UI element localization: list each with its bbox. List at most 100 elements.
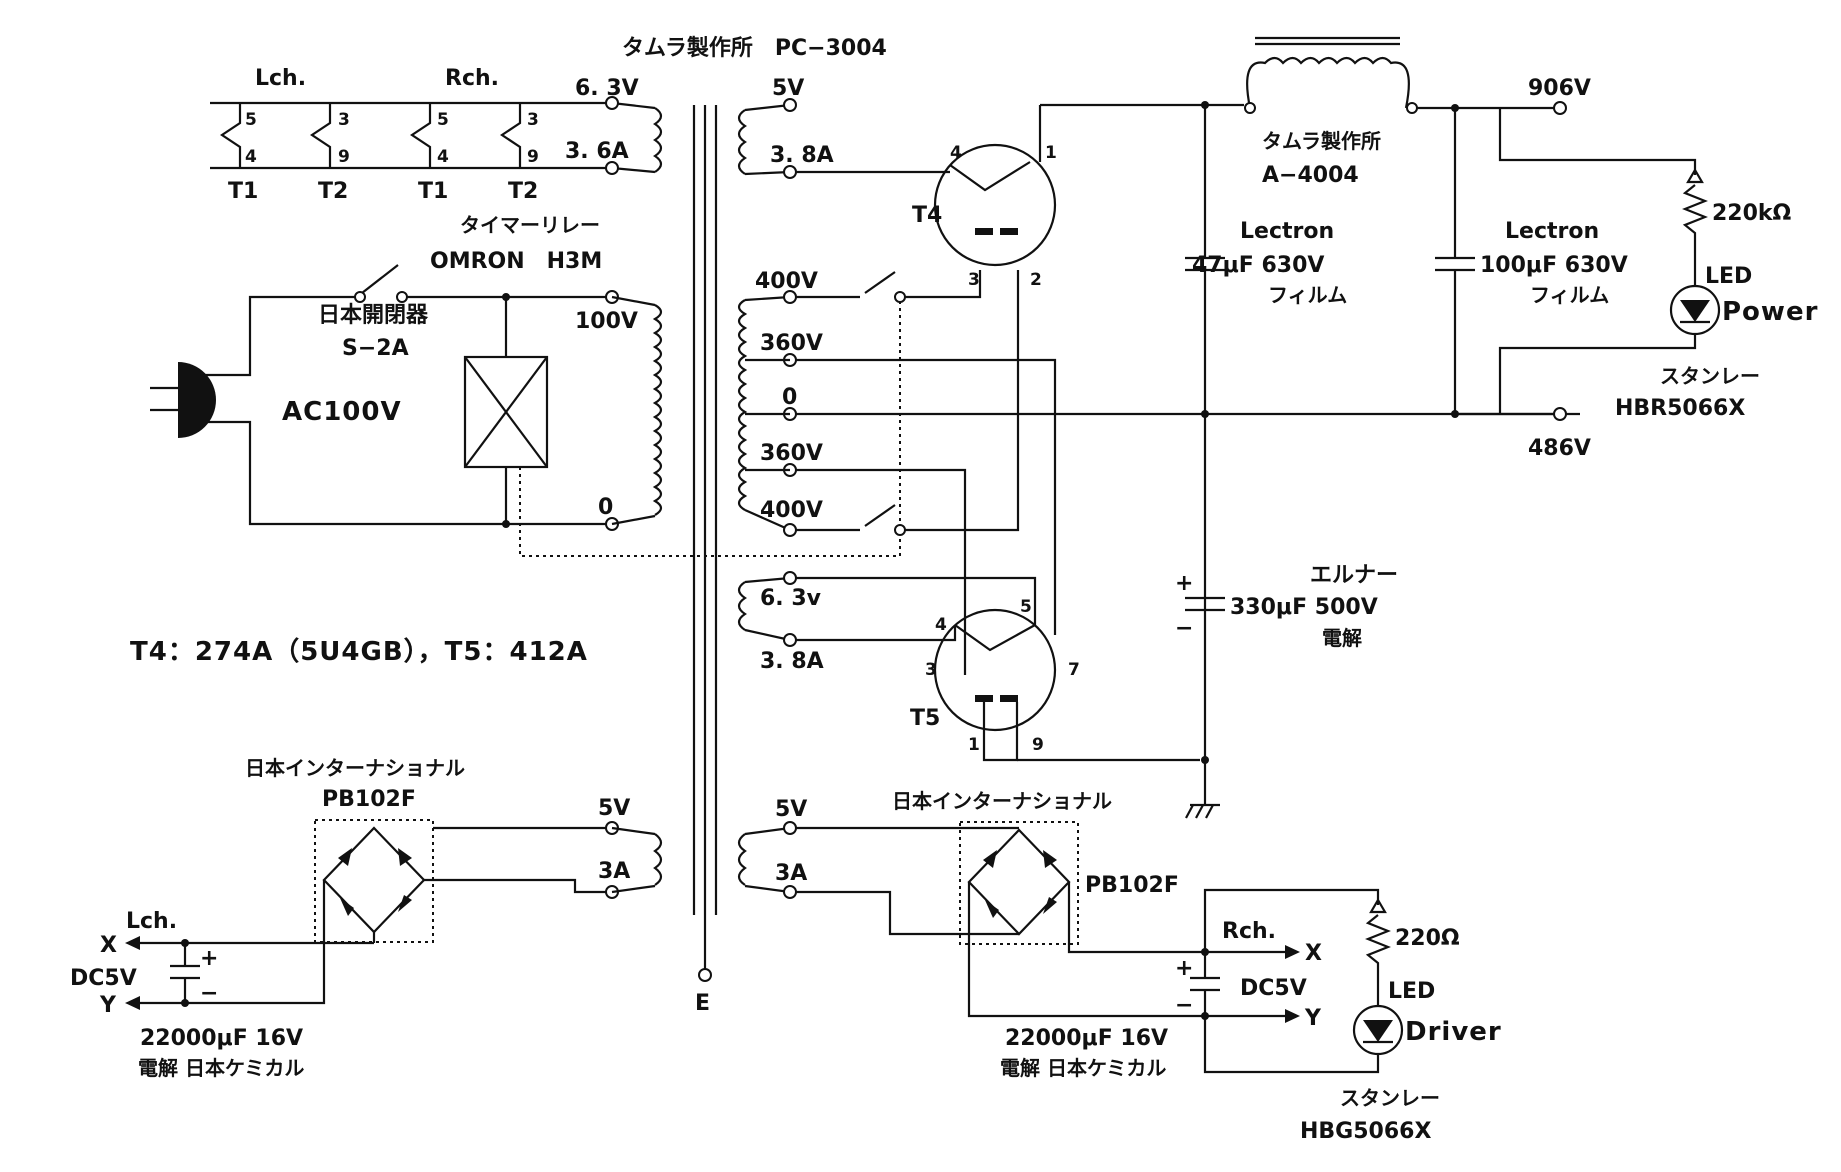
power-led-maker: スタンレー bbox=[1660, 364, 1760, 388]
secondary-windings bbox=[737, 98, 797, 647]
c1-type: フィルム bbox=[1268, 283, 1347, 307]
relay-model: OMRON H3M bbox=[430, 249, 602, 274]
tap-360v-bottom: 360V bbox=[760, 441, 823, 466]
power-led-name: Power bbox=[1722, 297, 1818, 327]
t4-label: T4 bbox=[912, 203, 942, 228]
t5-label: T5 bbox=[910, 706, 940, 731]
mains-primary bbox=[150, 264, 901, 557]
c1-value: 47μF 630V bbox=[1192, 253, 1324, 278]
tap-5v: 5V bbox=[772, 76, 804, 101]
bridge-left-cap: 22000μF 16V bbox=[140, 1026, 303, 1051]
t4-pin1: 1 bbox=[1045, 143, 1057, 163]
pin-3a: 3 bbox=[338, 110, 350, 130]
earth-label: E bbox=[695, 991, 710, 1016]
bridge-right-cap-type: 電解 日本ケミカル bbox=[1000, 1056, 1166, 1080]
output-hv: 906V bbox=[1528, 76, 1591, 101]
power-led-circuit bbox=[1455, 108, 1721, 421]
tap-3-8a: 3. 8A bbox=[770, 143, 834, 168]
bridge-left-cap-type: 電解 日本ケミカル bbox=[138, 1056, 304, 1080]
pin-9a: 9 bbox=[338, 147, 350, 167]
choke-maker: タムラ製作所 bbox=[1262, 129, 1381, 153]
bridge-right-plus: + bbox=[1175, 956, 1193, 981]
t5-pin4: 4 bbox=[935, 615, 947, 635]
bridge-right-maker: 日本インターナショナル bbox=[892, 789, 1112, 813]
pin-5a: 5 bbox=[245, 110, 257, 130]
bridge-left-minus: − bbox=[200, 981, 218, 1006]
bridge-right-dc: DC5V bbox=[1240, 976, 1307, 1001]
bridge-left-y: Y bbox=[99, 993, 117, 1018]
c2-type: フィルム bbox=[1530, 283, 1609, 307]
bridge-right-ch: Rch. bbox=[1222, 919, 1276, 944]
switch-model: S−2A bbox=[342, 336, 409, 361]
pin-4a: 4 bbox=[245, 147, 257, 167]
bridge-left-5v: 5V bbox=[598, 796, 630, 821]
bridge-left bbox=[125, 819, 663, 1010]
t5-pin5: 5 bbox=[1020, 597, 1032, 617]
t1-label: T1 bbox=[228, 179, 258, 204]
c2-name: Lectron bbox=[1505, 219, 1599, 244]
power-led-label: LED bbox=[1705, 264, 1752, 289]
driver-led-model: HBG5066X bbox=[1300, 1119, 1431, 1144]
tap-center: 0 bbox=[782, 385, 797, 410]
c3-plus: + bbox=[1175, 571, 1193, 596]
driver-led-name: Driver bbox=[1405, 1017, 1502, 1047]
rch-label: Rch. bbox=[445, 66, 499, 91]
t5-pin7: 7 bbox=[1068, 660, 1080, 680]
bridge-left-3a: 3A bbox=[598, 859, 630, 884]
bridge-left-maker: 日本インターナショナル bbox=[245, 756, 465, 780]
choke-model: A−4004 bbox=[1262, 163, 1359, 188]
tube-t4 bbox=[796, 105, 1057, 267]
pin-9b: 9 bbox=[527, 147, 539, 167]
heater-winding-left bbox=[210, 96, 663, 175]
bridge-right-model: PB102F bbox=[1085, 873, 1179, 898]
power-led-model: HBR5066X bbox=[1615, 396, 1745, 421]
t4-pin4: 4 bbox=[950, 143, 962, 163]
t5-pin3: 3 bbox=[925, 660, 937, 680]
bridge-right bbox=[737, 821, 1404, 1074]
tube-t5 bbox=[796, 576, 1200, 762]
tap-400v-bottom: 400V bbox=[760, 498, 823, 523]
c2-value: 100μF 630V bbox=[1480, 253, 1628, 278]
bridge-left-ch: Lch. bbox=[126, 909, 177, 934]
output-lv: 486V bbox=[1528, 436, 1591, 461]
c3-type: 電解 bbox=[1322, 626, 1362, 650]
driver-led-label: LED bbox=[1388, 979, 1435, 1004]
bridge-left-model: PB102F bbox=[322, 787, 416, 812]
c1-name: Lectron bbox=[1240, 219, 1334, 244]
bridge-left-x: X bbox=[100, 933, 117, 958]
bridge-right-minus: − bbox=[1175, 993, 1193, 1018]
driver-res: 220Ω bbox=[1395, 926, 1460, 951]
c3-value: 330μF 500V bbox=[1230, 595, 1378, 620]
c3-minus: − bbox=[1175, 616, 1193, 641]
t2-label: T2 bbox=[318, 179, 348, 204]
bridge-right-3a: 3A bbox=[775, 861, 807, 886]
bridge-right-cap: 22000μF 16V bbox=[1005, 1026, 1168, 1051]
t5-heater-voltage: 6. 3v bbox=[760, 586, 822, 611]
transformer-label: タムラ製作所 PC−3004 bbox=[622, 35, 887, 61]
bridge-right-y: Y bbox=[1304, 1006, 1322, 1031]
t5-pin9: 9 bbox=[1032, 735, 1044, 755]
tube-note: T4：274A（5U4GB），T5：412A bbox=[130, 637, 588, 667]
c3-name: エルナー bbox=[1310, 563, 1398, 588]
bridge-left-plus: + bbox=[200, 946, 218, 971]
choke bbox=[1040, 36, 1567, 115]
t5-heater-current: 3. 8A bbox=[760, 649, 824, 674]
transformer-core bbox=[692, 105, 718, 982]
bridge-right-5v: 5V bbox=[775, 797, 807, 822]
t2b-label: T2 bbox=[508, 179, 538, 204]
switch-maker: 日本開閉器 bbox=[318, 303, 429, 328]
heater-voltage: 6. 3V bbox=[575, 76, 639, 101]
pin-4b: 4 bbox=[437, 147, 449, 167]
lch-label: Lch. bbox=[255, 66, 306, 91]
pin-5b: 5 bbox=[437, 110, 449, 130]
t5-pin1: 1 bbox=[968, 735, 980, 755]
filter-caps bbox=[1185, 101, 1475, 819]
hv-switches bbox=[796, 270, 1580, 675]
heater-current: 3. 6A bbox=[565, 139, 629, 164]
tap-100v: 100V bbox=[575, 309, 638, 334]
mains-voltage: AC100V bbox=[282, 397, 402, 427]
t4-pin2: 2 bbox=[1030, 270, 1042, 290]
pin-3b: 3 bbox=[527, 110, 539, 130]
